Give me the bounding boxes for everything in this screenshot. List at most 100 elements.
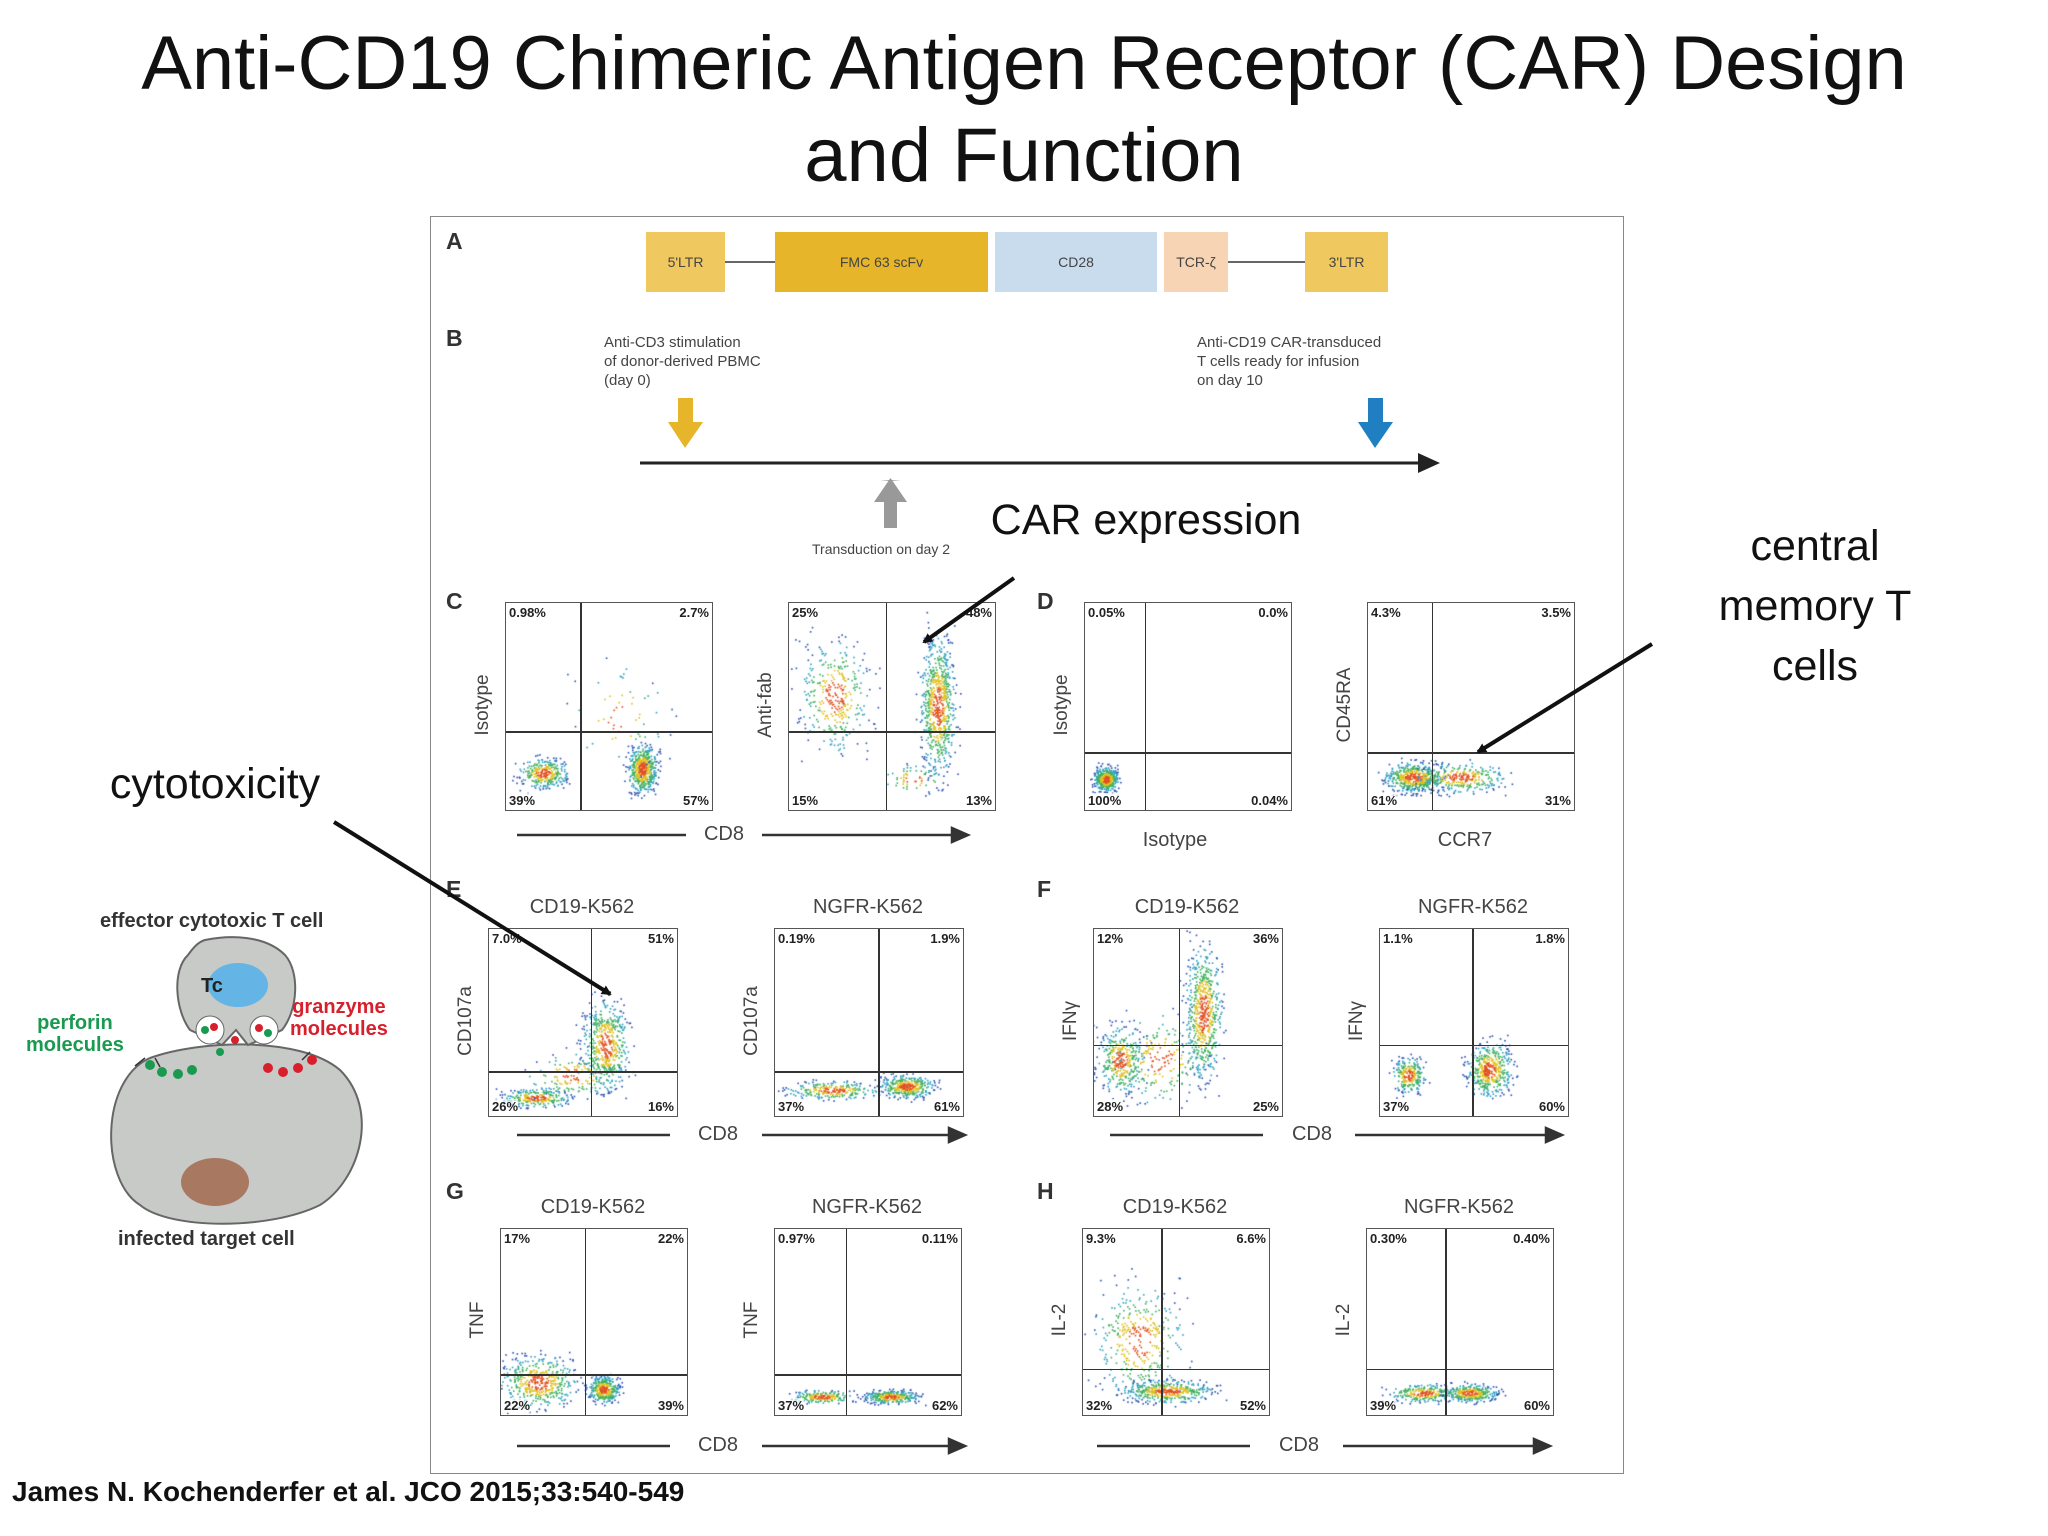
timeline-end-line1: Anti-CD19 CAR-transduced — [1197, 334, 1382, 351]
granzyme-molecules-icon — [263, 1051, 317, 1077]
annotation-central-memory: central memory T cells — [1680, 516, 1950, 696]
flow-scatter-points — [1085, 603, 1291, 810]
quadrant-vertical-gate — [1178, 929, 1181, 1116]
perforin-line2: molecules — [26, 1034, 124, 1056]
flow-scatter-points — [501, 1229, 687, 1415]
flow-scatter-points — [1380, 929, 1568, 1116]
quadrant-lr-percent: 39% — [657, 1398, 684, 1413]
quadrant-horizontal-gate — [1367, 1368, 1553, 1370]
timeline-end-text: Anti-CD19 CAR-transduced T cells ready f… — [1197, 333, 1381, 390]
quadrant-vertical-gate — [1431, 603, 1434, 810]
quadrant-ur-percent: 3.5% — [1541, 605, 1571, 620]
annotation-car-expression: CAR expression — [990, 496, 1302, 544]
quadrant-ur-percent: 22% — [657, 1231, 684, 1246]
flow-plot-f2: 1.1%1.8%37%60% — [1379, 928, 1569, 1117]
gene-fmc63-scfv: FMC 63 scFv — [775, 232, 988, 292]
quadrant-ul-percent: 0.05% — [1088, 605, 1125, 620]
flow-plot-ylabel: IFNγ — [1060, 1000, 1081, 1041]
quadrant-ul-percent: 0.98% — [509, 605, 546, 620]
quadrant-horizontal-gate — [775, 1374, 961, 1376]
quadrant-horizontal-gate — [789, 731, 995, 733]
x-label-e: CD8 — [697, 1123, 738, 1145]
quadrant-ur-percent: 2.7% — [679, 605, 709, 620]
quadrant-ur-percent: 36% — [1252, 931, 1279, 946]
quadrant-vertical-gate — [1161, 1229, 1163, 1415]
timeline-start-line2: of donor-derived PBMC — [604, 353, 761, 370]
flow-plot-f1: 12%36%28%25% — [1093, 928, 1283, 1117]
quadrant-ur-percent: 6.6% — [1236, 1231, 1266, 1246]
flow-plot-ylabel: TNF — [741, 1301, 762, 1339]
quadrant-ur-percent: 1.8% — [1535, 931, 1565, 946]
granzyme-line2: molecules — [290, 1018, 388, 1040]
flow-plot-e1: 7.0%51%26%16% — [488, 928, 678, 1117]
granzyme-label: granzyme molecules — [290, 996, 388, 1040]
flow-plot-title: CD19-K562 — [1134, 896, 1240, 918]
flow-plot-ylabel: Isotype — [1051, 673, 1072, 736]
x-label-c: CD8 — [703, 823, 744, 845]
flow-plot-c2: 25%48%15%13% — [788, 602, 996, 811]
title-line-1: Anti-CD19 Chimeric Antigen Receptor (CAR… — [141, 21, 1907, 106]
arrow-cytotoxicity — [332, 820, 612, 996]
perforin-molecules-icon — [134, 1057, 197, 1079]
t-cell-icon — [176, 936, 297, 1047]
panel-label-b: B — [446, 325, 463, 351]
gene-tcr-zeta: TCR-ζ — [1164, 232, 1228, 292]
annotation-cm-line3: cells — [1771, 642, 1859, 690]
annotation-cm-line2: memory T — [1718, 582, 1912, 630]
flow-plot-ylabel: IFNγ — [1346, 1000, 1367, 1041]
flow-plot-g1: 17%22%22%39% — [500, 1228, 688, 1416]
quadrant-lr-percent: 61% — [933, 1099, 960, 1114]
perforin-line1: perforin — [37, 1012, 113, 1034]
quadrant-ul-percent: 17% — [504, 1231, 531, 1246]
panel-label-a: A — [446, 228, 463, 254]
citation: James N. Kochenderfer et al. JCO 2015;33… — [12, 1476, 685, 1507]
quadrant-lr-percent: 31% — [1544, 793, 1571, 808]
quadrant-ur-percent: 0.0% — [1258, 605, 1288, 620]
quadrant-ll-percent: 15% — [792, 793, 819, 808]
gene-tcrz-label: TCR-ζ — [1176, 254, 1216, 270]
quadrant-horizontal-gate — [489, 1071, 677, 1073]
arrow-car-expression — [922, 576, 1016, 644]
quadrant-ll-percent: 100% — [1088, 793, 1122, 808]
timeline-start-line3: (day 0) — [604, 372, 651, 389]
flow-scatter-points — [775, 1229, 961, 1415]
flow-plot-ylabel: Anti-fab — [755, 671, 776, 738]
quadrant-vertical-gate — [845, 1229, 848, 1415]
flow-scatter-points — [1367, 1229, 1553, 1415]
flow-plot-d2: 4.3%3.5%61%31% — [1367, 602, 1575, 811]
quadrant-ul-percent: 0.97% — [778, 1231, 815, 1246]
x-label-h: CD8 — [1278, 1434, 1319, 1456]
gene-cd28: CD28 — [995, 232, 1157, 292]
flow-plot-ylabel: IL-2 — [1049, 1303, 1070, 1337]
flow-plot-title: NGFR-K562 — [1417, 896, 1529, 918]
quadrant-lr-percent: 13% — [965, 793, 992, 808]
transduction-label: Transduction on day 2 — [812, 541, 951, 557]
gene-5ltr: 5'LTR — [646, 232, 725, 292]
timeline-start-text: Anti-CD3 stimulation of donor-derived PB… — [604, 333, 761, 390]
quadrant-horizontal-gate — [1085, 752, 1291, 754]
quadrant-ll-percent: 37% — [1383, 1099, 1410, 1114]
effector-cell-label: effector cytotoxic T cell — [100, 910, 324, 932]
quadrant-lr-percent: 16% — [647, 1099, 674, 1114]
quadrant-lr-percent: 60% — [1538, 1099, 1565, 1114]
end-arrow-icon — [1358, 398, 1393, 448]
timeline-end-line2: T cells ready for infusion — [1197, 353, 1360, 370]
quadrant-vertical-gate — [1144, 603, 1147, 810]
flow-plot-title: CD19-K562 — [1122, 1196, 1228, 1218]
quadrant-vertical-gate — [590, 929, 593, 1116]
quadrant-ll-percent: 26% — [492, 1099, 519, 1114]
quadrant-lr-percent: 57% — [682, 793, 709, 808]
quadrant-horizontal-gate — [1083, 1368, 1269, 1370]
x-label-f: CD8 — [1291, 1123, 1332, 1145]
flow-plot-ylabel: CD107a — [741, 985, 762, 1056]
timeline-start-line1: Anti-CD3 stimulation — [604, 334, 741, 351]
quadrant-ur-percent: 51% — [647, 931, 674, 946]
flow-scatter-points — [1368, 603, 1574, 810]
panel-label-f: F — [1037, 876, 1052, 902]
quadrant-horizontal-gate — [506, 731, 712, 733]
title-line-2: and Function — [804, 113, 1244, 198]
quadrant-horizontal-gate — [1380, 1044, 1568, 1047]
quadrant-vertical-gate — [584, 1229, 587, 1415]
